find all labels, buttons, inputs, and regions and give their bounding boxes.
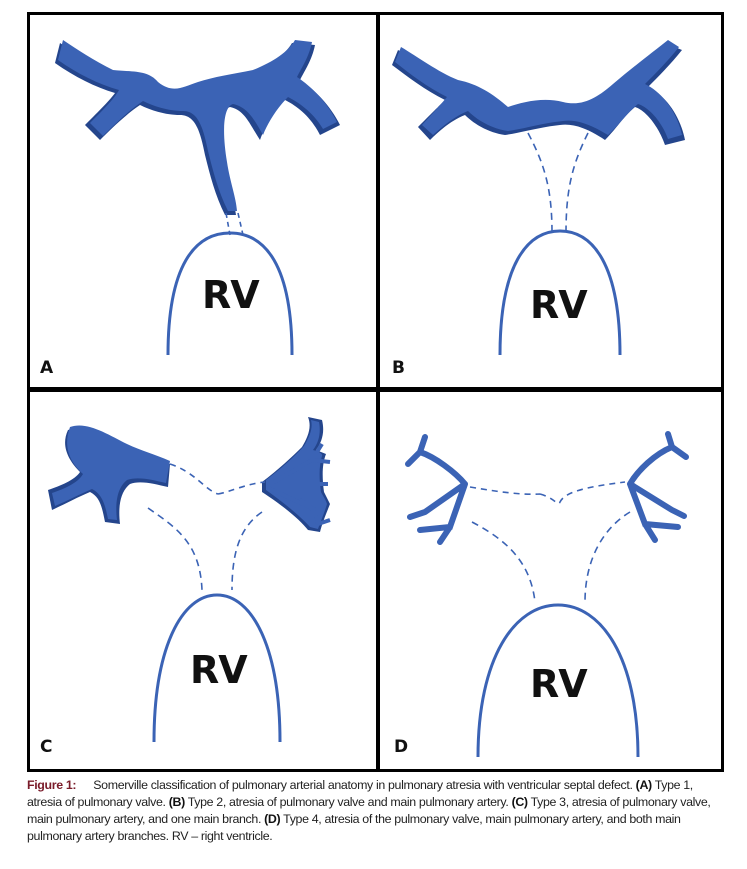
rv-label-a: RV [202, 273, 260, 317]
rv-label-d: RV [530, 662, 588, 706]
figure-grid: RV A RV B [27, 12, 724, 772]
panel-d-illustration [405, 431, 689, 758]
figure-caption: Figure 1: Somerville classification of p… [27, 777, 727, 845]
caption-a-label: (A) [635, 778, 653, 792]
panel-c-illustration [48, 417, 331, 743]
figure-label: Figure 1: [27, 778, 77, 792]
panel-letter-d: D [394, 737, 409, 757]
caption-intro: Somerville classification of pulmonary a… [93, 778, 633, 792]
caption-c-text: Type 3, atresia of pulmonary valve, main… [27, 795, 711, 826]
vertical-divider [376, 15, 380, 769]
horizontal-divider [30, 387, 721, 392]
panel-letter-a: A [40, 358, 54, 378]
caption-b-label: (B) [168, 795, 186, 809]
caption-c-label: (C) [511, 795, 529, 809]
caption-a-text: Type 1, atresia of pulmonary valve. [27, 778, 693, 809]
rv-label-c: RV [190, 648, 248, 692]
caption-d-text: Type 4, atresia of the pulmonary valve, … [27, 812, 681, 843]
panel-b-illustration [392, 40, 685, 356]
panel-c: RV C [30, 392, 376, 769]
rv-label-b: RV [530, 283, 588, 327]
panel-b: RV B [380, 15, 721, 387]
caption-b-text: Type 2, atresia of pulmonary valve and m… [187, 795, 509, 809]
panel-a-illustration [55, 40, 340, 356]
panel-a: RV A [30, 15, 376, 387]
caption-d-label: (D) [264, 812, 281, 826]
panel-letter-b: B [392, 358, 405, 378]
panel-letter-c: C [40, 737, 53, 757]
panel-d: RV D [380, 392, 721, 769]
